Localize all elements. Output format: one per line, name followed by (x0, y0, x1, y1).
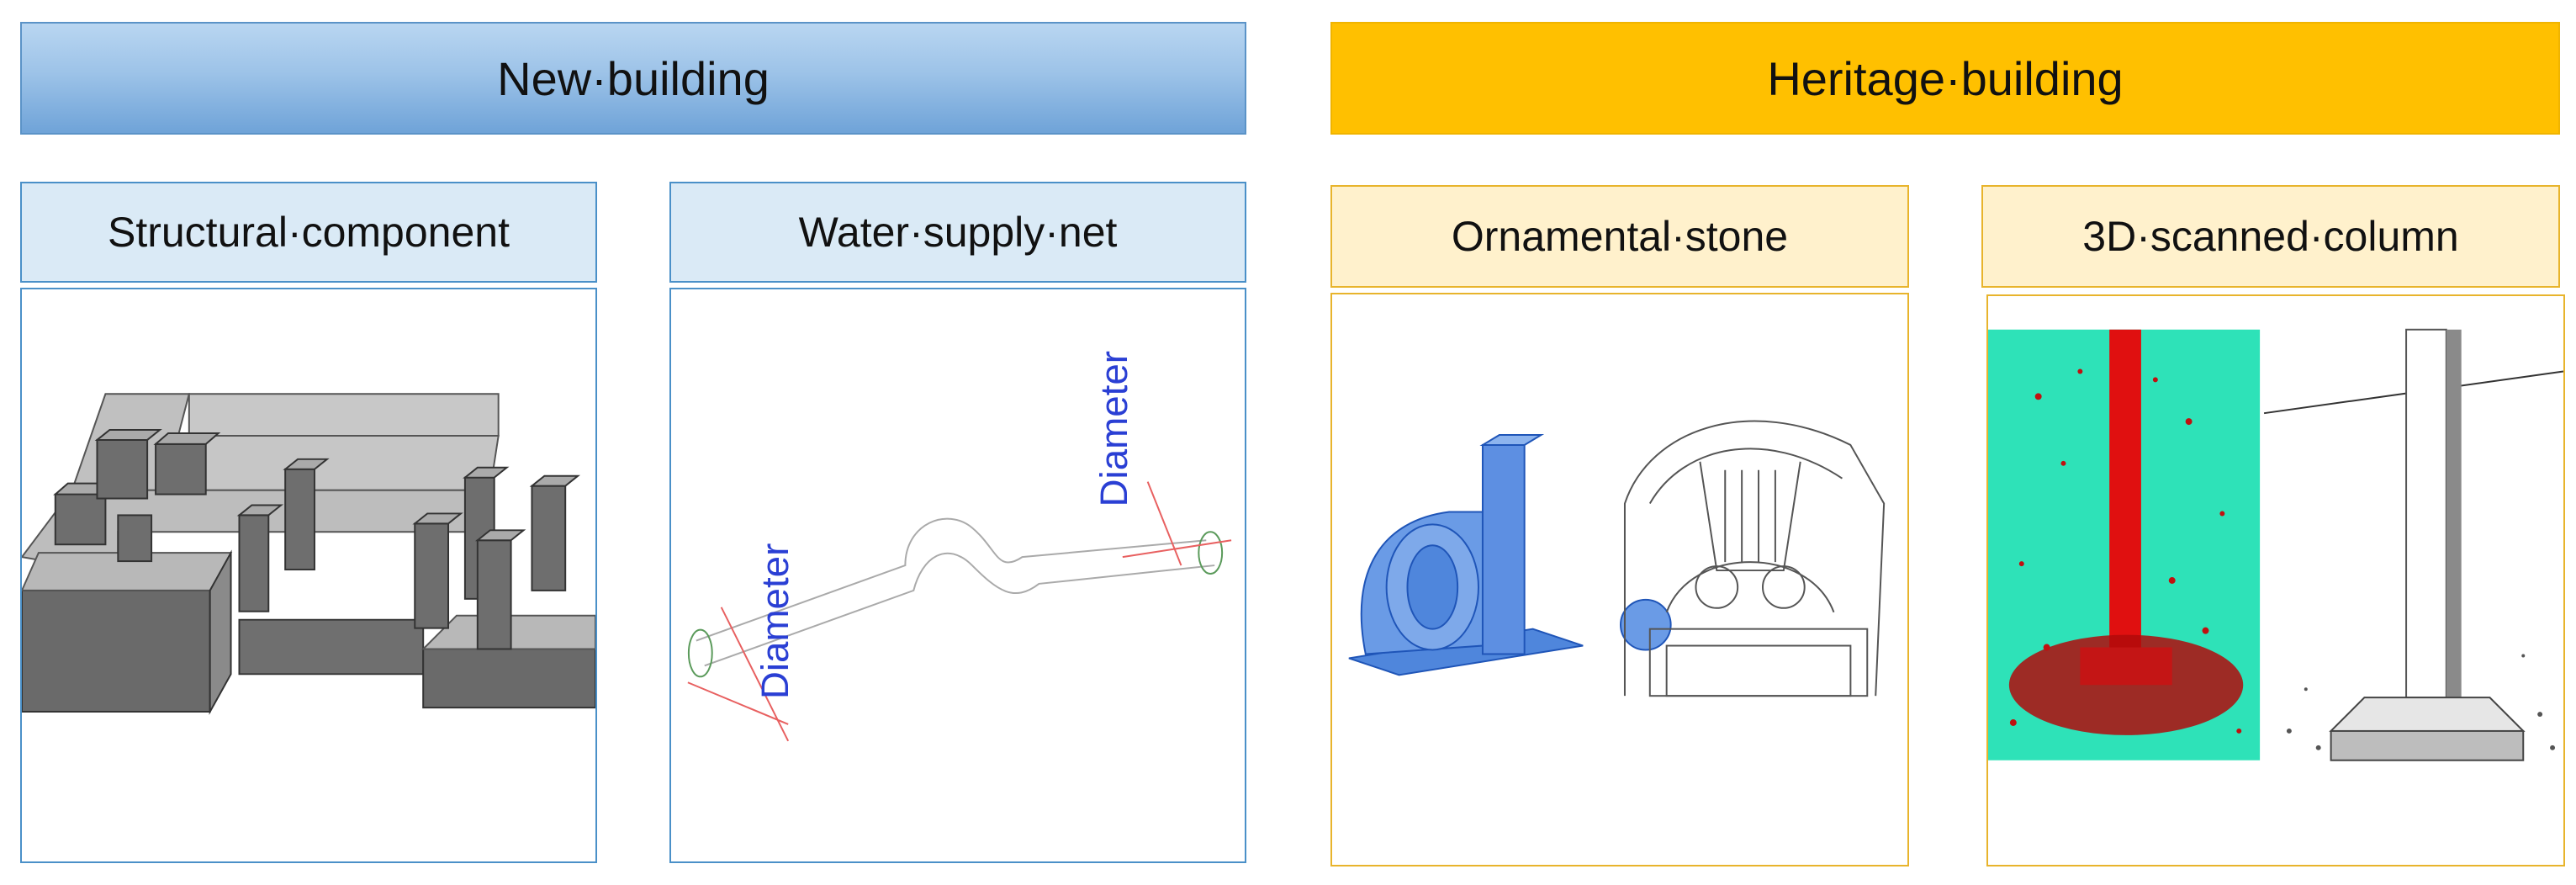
water-supply-pipe-model: Diameter Diameter (687, 351, 1232, 742)
ornamental-stone-label: Ornamental·stone (1451, 213, 1789, 260)
structural-component-panel (20, 288, 597, 863)
structural-component-label: Structural·component (107, 209, 510, 256)
scanned-column-label-box: 3D·scanned·column (1981, 185, 2560, 288)
water-supply-net-panel: Diameter Diameter (669, 288, 1246, 863)
structural-component-label-box: Structural·component (20, 182, 597, 283)
scanned-column-pointcloud (1988, 328, 2563, 761)
new-building-header: New·building (20, 22, 1246, 135)
heritage-building-title: Heritage·building (1767, 51, 2124, 105)
scanned-column-panel (1986, 294, 2565, 866)
diameter-label-right: Diameter (1092, 351, 1135, 506)
water-supply-net-label-box: Water·supply·net (669, 182, 1246, 283)
structural-component-model (22, 393, 595, 715)
heritage-building-header: Heritage·building (1330, 22, 2560, 135)
ornamental-stone-label-box: Ornamental·stone (1330, 185, 1909, 288)
diameter-label-left: Diameter (754, 543, 796, 699)
scanned-column-label: 3D·scanned·column (2082, 213, 2459, 260)
water-supply-net-label: Water·supply·net (798, 209, 1118, 256)
new-building-title: New·building (497, 51, 770, 105)
ornamental-stone-panel (1330, 293, 1909, 866)
ornamental-stone-model (1348, 420, 1886, 697)
